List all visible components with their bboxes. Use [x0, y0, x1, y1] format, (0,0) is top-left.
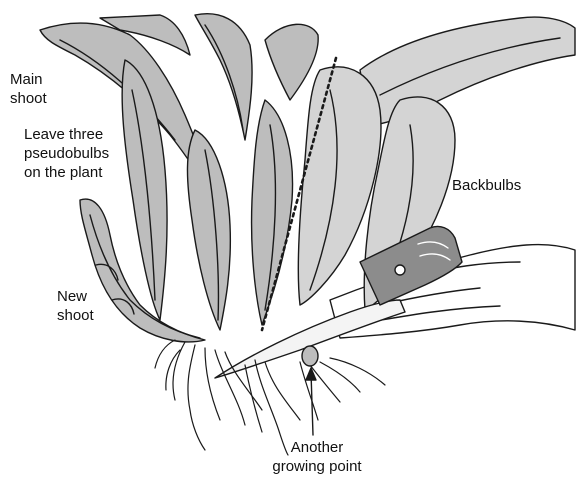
pseudobulb-3	[250, 99, 294, 326]
label-main-shoot: Main shoot	[10, 71, 47, 107]
cut-line-dotted	[260, 56, 338, 332]
label-another-growing-point: Another growing point	[272, 439, 362, 475]
knife-handle	[359, 225, 463, 306]
label-leave-three-pseudobulbs: Leave three pseudobulbs on the plant	[24, 126, 110, 181]
knife-rivet	[394, 264, 406, 276]
backbulb-1	[297, 66, 382, 306]
leaf-top-center-right	[264, 23, 319, 101]
pseudobulb-1	[121, 59, 168, 321]
roots	[154, 339, 386, 456]
growing-point-arrowhead	[305, 367, 317, 381]
label-backbulbs: Backbulbs	[452, 177, 522, 194]
knife-blade	[214, 299, 406, 379]
new-shoot	[79, 198, 206, 343]
leaf-center-top	[194, 13, 253, 141]
leaf-back-large	[359, 16, 576, 126]
plant-outline-group	[39, 13, 576, 456]
label-new-shoot: New shoot	[57, 288, 94, 324]
growing-point-arrow-line	[310, 371, 314, 436]
pseudobulb-2	[186, 129, 232, 331]
growing-point-bud	[301, 345, 319, 367]
